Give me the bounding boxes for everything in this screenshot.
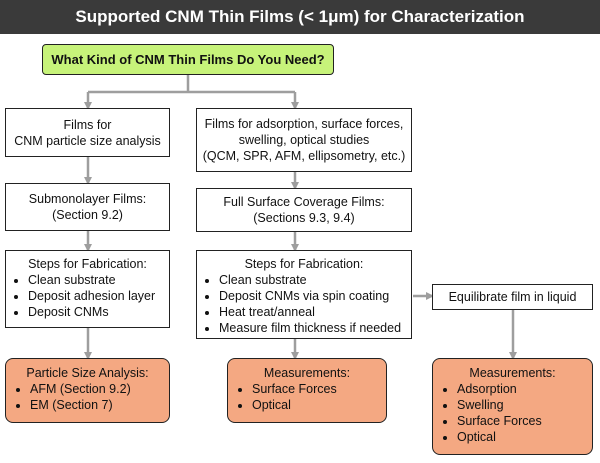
box-particle-size-analysis: Particle Size Analysis: AFM (Section 9.2…	[5, 358, 170, 423]
right-steps-list: Clean substrate Deposit CNMs via spin co…	[203, 272, 405, 336]
left-films-line-2: CNM particle size analysis	[14, 133, 161, 148]
right-films-line-2: swelling, optical studies	[238, 133, 370, 147]
box-right-measurements: Measurements: Surface Forces Optical	[227, 358, 387, 423]
list-item: Heat treat/anneal	[219, 304, 405, 320]
list-item: Deposit CNMs	[28, 304, 163, 320]
coverage-line-2: (Sections 9.3, 9.4)	[253, 211, 355, 225]
box-equilibrate-liquid: Equilibrate film in liquid	[432, 284, 593, 310]
box-adsorption-films: Films for adsorption, surface forces, sw…	[196, 108, 412, 172]
coverage-line-1: Full Surface Coverage Films:	[223, 195, 385, 209]
connector-question-split	[88, 75, 295, 94]
list-item: Swelling	[457, 397, 584, 413]
submonolayer-line-2: (Section 9.2)	[52, 208, 123, 222]
right-measurements-title: Measurements:	[263, 366, 351, 380]
right-films-line-1: Films for adsorption, surface forces,	[204, 117, 404, 131]
box-submonolayer-films: Submonolayer Films: (Section 9.2)	[5, 183, 170, 231]
box-liquid-measurements: Measurements: Adsorption Swelling Surfac…	[432, 358, 593, 455]
list-item: AFM (Section 9.2)	[30, 381, 161, 397]
list-item: Surface Forces	[252, 381, 378, 397]
list-item: Deposit CNMs via spin coating	[219, 288, 405, 304]
box-left-steps: Steps for Fabrication: Clean substrate D…	[5, 250, 170, 328]
list-item: Optical	[457, 429, 584, 445]
list-item: Measure film thickness if needed	[219, 320, 405, 336]
list-item: Clean substrate	[219, 272, 405, 288]
list-item: Optical	[252, 397, 378, 413]
list-item: Adsorption	[457, 381, 584, 397]
right-measurements-list: Surface Forces Optical	[236, 381, 378, 413]
box-particle-size-films: Films for CNM particle size analysis	[5, 108, 170, 157]
liquid-measurements-title: Measurements:	[469, 366, 556, 380]
list-item: EM (Section 7)	[30, 397, 161, 413]
question-box: What Kind of CNM Thin Films Do You Need?	[42, 44, 334, 75]
liquid-measurements-list: Adsorption Swelling Surface Forces Optic…	[441, 381, 584, 445]
left-steps-title: Steps for Fabrication:	[28, 257, 147, 271]
list-item: Surface Forces	[457, 413, 584, 429]
box-right-steps: Steps for Fabrication: Clean substrate D…	[196, 250, 412, 339]
right-steps-title: Steps for Fabrication:	[244, 257, 364, 271]
box-full-coverage-films: Full Surface Coverage Films: (Sections 9…	[196, 188, 412, 232]
submonolayer-line-1: Submonolayer Films:	[28, 192, 147, 206]
list-item: Deposit adhesion layer	[28, 288, 163, 304]
left-films-line-1: Films for	[63, 117, 112, 132]
left-steps-list: Clean substrate Deposit adhesion layer D…	[12, 272, 163, 320]
right-films-line-3: (QCM, SPR, AFM, ellipsometry, etc.)	[202, 149, 406, 163]
page-title: Supported CNM Thin Films (< 1μm) for Cha…	[0, 0, 600, 34]
list-item: Clean substrate	[28, 272, 163, 288]
particle-size-list: AFM (Section 9.2) EM (Section 7)	[14, 381, 161, 413]
particle-size-title: Particle Size Analysis:	[26, 366, 149, 380]
